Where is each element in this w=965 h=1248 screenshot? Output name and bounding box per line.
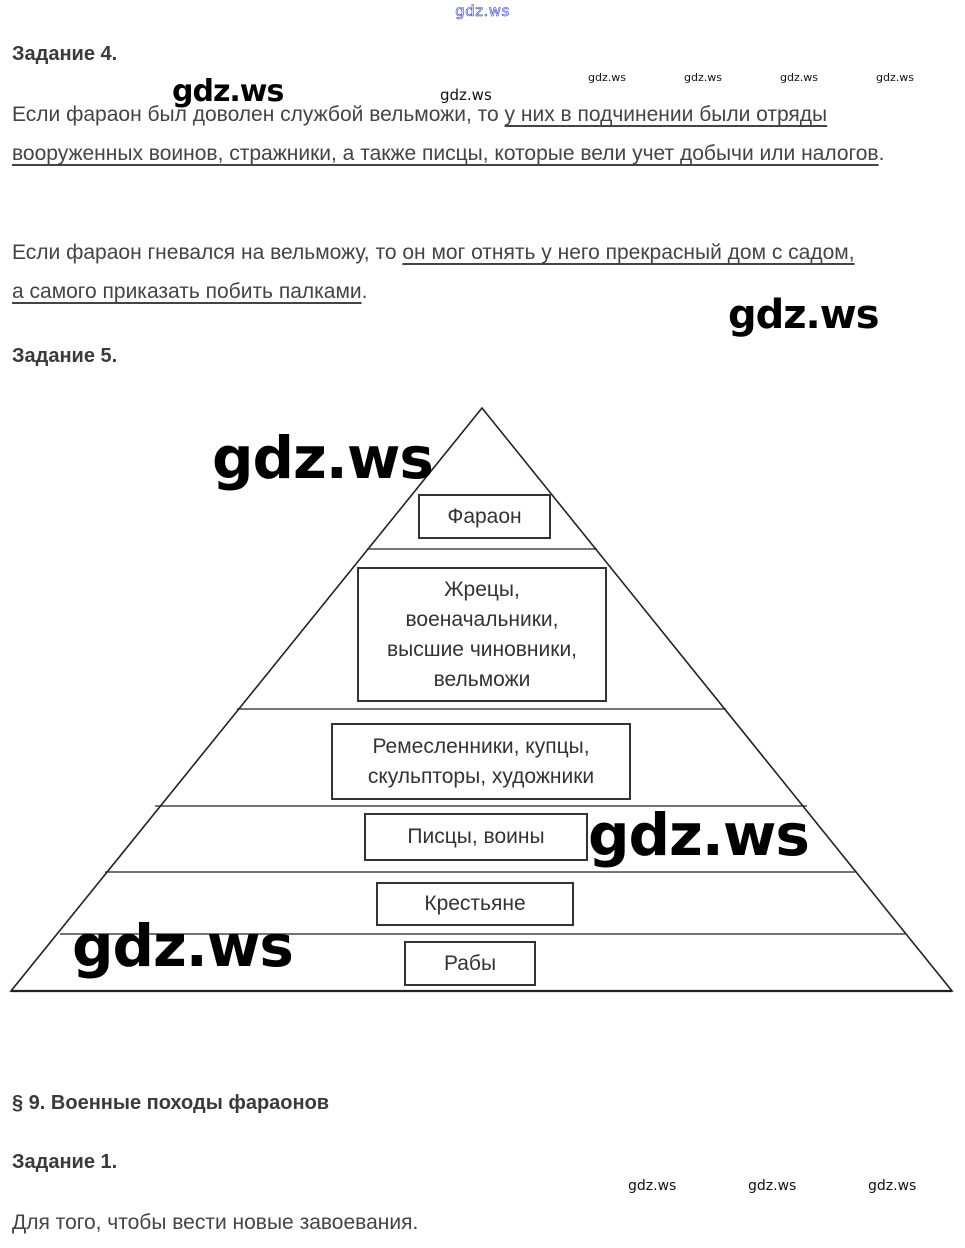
watermark: gdz.ws xyxy=(212,424,434,492)
watermark: gdz.ws xyxy=(780,71,818,84)
watermark: gdz.ws xyxy=(588,71,626,84)
watermark: gdz.ws xyxy=(72,912,294,980)
pyramid-level-pharaoh: Фараон xyxy=(418,494,551,539)
paragraph-end: . xyxy=(878,142,885,165)
watermark: gdz.ws xyxy=(172,74,284,109)
paragraph-end: . xyxy=(361,280,368,303)
pyramid-level-slaves: Рабы xyxy=(404,941,536,986)
section9-task1-heading: Задание 1. xyxy=(12,1151,118,1173)
section9-task1-answer: Для того, чтобы вести новые завоевания. xyxy=(12,1211,419,1234)
paragraph-text: Если фараон гневался на вельможу, то xyxy=(12,241,403,264)
section9-heading: § 9. Военные походы фараонов xyxy=(12,1092,330,1114)
pyramid-level-priests-nobles: Жрецы, военачальники, высшие чиновники, … xyxy=(357,567,607,702)
watermark: gdz.ws xyxy=(440,86,492,104)
task5-heading: Задание 5. xyxy=(12,345,118,367)
pyramid-level-scribes-warriors: Писцы, воины xyxy=(364,813,588,861)
watermark: gdz.ws xyxy=(876,71,914,84)
underlined-answer: у них в подчинении были отряды вооруженн… xyxy=(12,103,879,165)
task4-paragraph-1: Если фараон был доволен службой вельможи… xyxy=(12,95,912,173)
watermark: gdz.ws xyxy=(588,801,810,869)
watermark: gdz.ws xyxy=(728,292,880,338)
watermark: gdz.ws xyxy=(748,1178,797,1194)
task4-paragraph-2: Если фараон гневался на вельможу, то он … xyxy=(12,233,872,311)
paragraph-text: Если фараон был доволен службой вельможи… xyxy=(12,103,505,126)
pyramid-level-artisans: Ремесленники, купцы, скульпторы, художни… xyxy=(331,723,631,800)
underlined-answer: он мог отнять у него прекрасный дом с са… xyxy=(12,241,855,303)
task4-heading: Задание 4. xyxy=(12,43,118,65)
pyramid-diagram xyxy=(9,406,954,993)
pyramid-level-peasants: Крестьяне xyxy=(376,882,574,926)
top-watermark: gdz.ws xyxy=(455,2,510,21)
watermark: gdz.ws xyxy=(868,1178,917,1194)
watermark: gdz.ws xyxy=(684,71,722,84)
watermark: gdz.ws xyxy=(628,1178,677,1194)
